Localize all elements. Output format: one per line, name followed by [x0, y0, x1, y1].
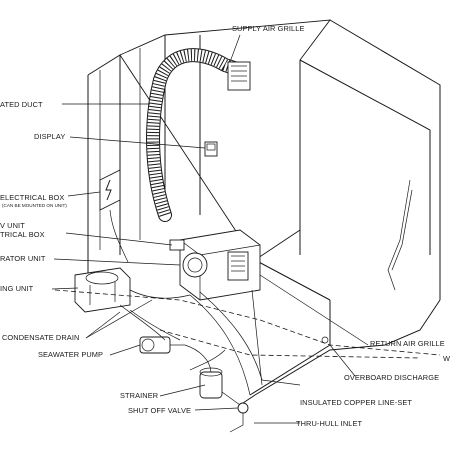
- label-condensing-unit: ING UNIT: [0, 284, 34, 293]
- right-wall-outer: [329, 19, 441, 300]
- leader-lines: [51, 34, 369, 424]
- label-display: DISPLAY: [34, 132, 65, 141]
- evaporator-unit: [169, 229, 261, 301]
- wall-crack-line-2: [391, 189, 413, 271]
- display-panel-icon: [204, 141, 218, 157]
- strainer: [189, 349, 226, 399]
- hull-side: [249, 300, 331, 396]
- label-condensate-drain: CONDENSATE DRAIN: [2, 333, 79, 342]
- label-strainer: STRAINER: [120, 391, 158, 400]
- label-waterline: W: [443, 354, 450, 363]
- insulated-duct: [146, 48, 247, 222]
- label-evaporator-unit: RATOR UNIT: [0, 254, 46, 263]
- label-return-air-grille: RETURN AIR GRILLE: [370, 339, 445, 348]
- lightning-bolt-icon: [105, 179, 112, 201]
- hull-lower: [239, 299, 441, 406]
- label-unit-electrical-box-line1: V UNIT: [0, 221, 25, 230]
- deck-line: [254, 259, 331, 301]
- label-thru-hull-inlet: THRU-HULL INLET: [296, 419, 362, 428]
- label-insulated-copper-line-set: INSULATED COPPER LINE-SET: [300, 398, 412, 407]
- wall-crack-line: [387, 179, 411, 291]
- label-overboard-discharge: OVERBOARD DISCHARGE: [344, 373, 439, 382]
- label-insulated-duct: ATED DUCT: [0, 100, 43, 109]
- waterline-dash: [54, 289, 441, 356]
- tubing: [119, 291, 263, 396]
- label-supply-air-grille: SUPPLY AIR GRILLE: [232, 24, 305, 33]
- label-unit-electrical-box-line2: TRICAL BOX: [0, 230, 45, 239]
- condensing-unit: [74, 267, 191, 313]
- left-panel: [87, 54, 121, 255]
- label-electrical-box: ELECTRICAL BOX: [0, 193, 64, 202]
- unit-electrical-box: [169, 239, 185, 251]
- right-wall-top: [299, 59, 431, 255]
- shut-off-valve: [221, 391, 249, 433]
- electrical-wire: [109, 209, 129, 263]
- electrical-box-unit: [99, 169, 129, 263]
- label-electrical-box-note: (CAN BE MOUNTED ON UNIT): [2, 203, 67, 208]
- label-shut-off-valve: SHUT OFF VALVE: [128, 406, 191, 415]
- cabinet-structure: [87, 19, 441, 406]
- supply-air-grille: [227, 61, 251, 91]
- label-seawater-pump: SEAWATER PUMP: [38, 350, 103, 359]
